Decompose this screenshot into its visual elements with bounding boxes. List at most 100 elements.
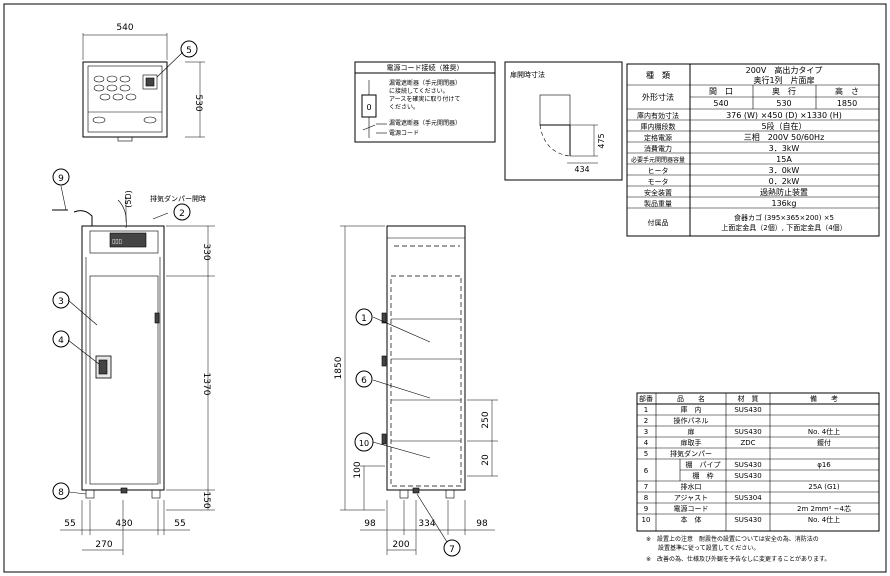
svg-text:部番: 部番	[639, 394, 653, 403]
parts-note-1: ※ 設置上の注意 耐震性の設置については安全の為、消防法の	[646, 535, 819, 543]
side-left-margin-dim: 98	[364, 519, 376, 529]
side-right-margin-dim: 98	[476, 519, 488, 529]
svg-text:付属品: 付属品	[648, 218, 669, 227]
parts-row-no: 4	[644, 439, 649, 447]
side-inner-depth-dim: 334	[418, 519, 435, 529]
parts-row-material: SUS430	[734, 516, 761, 524]
parts-row-name: 排水口	[681, 482, 702, 491]
svg-text:安全装置: 安全装置	[644, 188, 672, 197]
parts-note-2: 設置基準に従って設置してください。	[646, 544, 759, 552]
svg-text:消費電力: 消費電力	[644, 144, 672, 153]
svg-text:6: 6	[361, 376, 367, 386]
svg-text:530: 530	[776, 99, 791, 108]
parts-row-name: 庫 内	[681, 405, 702, 414]
svg-text:4: 4	[58, 336, 64, 346]
svg-text:アースを確実に取り付けて: アースを確実に取り付けて	[389, 95, 460, 103]
svg-text:外形寸法: 外形寸法	[642, 92, 674, 102]
svg-text:必要手元開閉器容量: 必要手元開閉器容量	[631, 156, 685, 164]
svg-text:1: 1	[361, 314, 367, 324]
parts-row-no: 5	[644, 450, 648, 458]
svg-text:15A: 15A	[776, 155, 792, 164]
door-handle-offset-dim: 270	[95, 540, 112, 550]
front-view: ▯▯▯ 排気ダンパー開時 (5D) 330 1370 150	[52, 185, 215, 555]
callout-6: 6	[355, 370, 373, 388]
svg-text:品 名: 品 名	[677, 394, 705, 403]
svg-text:ヒータ: ヒータ	[648, 166, 669, 175]
parts-row-no: 6	[644, 467, 649, 475]
svg-text:奥 行: 奥 行	[772, 86, 796, 96]
front-width-dim: 430	[115, 519, 132, 529]
parts-row-name: 本 体	[681, 515, 702, 524]
svg-text:種 類: 種 類	[646, 70, 670, 80]
svg-text:3．3kW: 3．3kW	[769, 144, 800, 153]
svg-text:電源コード: 電源コード	[389, 129, 419, 137]
side-total-height-dim: 1850	[334, 356, 344, 379]
callout-5: 5	[180, 40, 198, 58]
svg-text:間 口: 間 口	[709, 87, 733, 96]
side-margin-left-dim: 55	[64, 519, 75, 529]
parts-row-no: 2	[644, 417, 648, 425]
svg-text:8: 8	[58, 488, 64, 498]
parts-row-no: 7	[644, 483, 648, 491]
parts-row-name: 電源コード	[674, 504, 709, 513]
svg-text:三相 200V 50/60Hz: 三相 200V 50/60Hz	[744, 132, 825, 142]
svg-text:1850: 1850	[837, 99, 857, 108]
parts-row-remark: φ16	[817, 461, 831, 469]
door-open-height-dim: 475	[597, 133, 606, 148]
parts-row-material: SUS430	[734, 428, 761, 436]
door-open-title: 扉開時寸法	[510, 70, 545, 79]
svg-text:2: 2	[179, 209, 185, 219]
parts-note-3: ※ 改善の為、仕様及び外観を予告なしに変更することがあります。	[646, 555, 830, 563]
parts-row-no: 9	[644, 505, 648, 513]
callout-1: 1	[355, 308, 373, 326]
parts-row-name: 操作パネル	[674, 416, 709, 425]
parts-row-material: SUS430	[734, 406, 761, 414]
svg-text:庫内有効寸法: 庫内有効寸法	[637, 111, 679, 120]
parts-row-remark: No. 4仕上	[808, 427, 840, 436]
svg-text:0: 0	[366, 103, 371, 112]
parts-row-name: 扉	[688, 427, 695, 436]
svg-text:ください。: ください。	[389, 104, 419, 111]
spec-type-value: 200V 高出力タイプ奥行1列 片面扉	[746, 65, 823, 85]
door-open-width-dim: 434	[574, 165, 589, 174]
svg-text:漏電遮断器（手元開閉器）: 漏電遮断器（手元開閉器）	[389, 79, 461, 87]
parts-row-name: アジャスト	[674, 494, 708, 502]
svg-text:庫内棚段数: 庫内棚段数	[641, 122, 676, 131]
power-note-title: 電源コード接続（推奨）	[387, 63, 464, 72]
parts-row-material: ZDC	[740, 439, 755, 447]
damper-dim: (5D)	[124, 190, 133, 208]
parts-row-remark: 鍍付	[817, 438, 831, 447]
top-view: 540 530	[82, 23, 205, 142]
door-open-diagram: 扉開時寸法 475 434	[504, 61, 623, 181]
svg-text:376 (W) ×450 (D) ×1330 (H): 376 (W) ×450 (D) ×1330 (H)	[726, 111, 842, 120]
svg-text:136kg: 136kg	[772, 199, 797, 208]
side-drain-offset-dim: 200	[392, 540, 409, 550]
callout-2: 2	[173, 203, 191, 221]
svg-text:に接続してください。: に接続してください。	[389, 87, 449, 95]
svg-text:0．2kW: 0．2kW	[769, 177, 800, 186]
power-cord-note: 電源コード接続（推奨） 0 漏電遮断器（手元開閉器） に接続してください。 アー…	[354, 61, 496, 143]
parts-row-no: 3	[644, 428, 648, 436]
parts-row-remark: 25A (G1)	[808, 483, 840, 491]
svg-text:定格電源: 定格電源	[644, 133, 672, 142]
side-view: 1850 250 20 100 98 334 98 200	[334, 225, 498, 555]
parts-row-name: 棚 パイプ	[686, 460, 721, 469]
svg-text:製品重量: 製品重量	[644, 199, 672, 208]
callout-8: 8	[52, 482, 70, 500]
foot-height-dim: 150	[201, 491, 211, 508]
svg-text:3: 3	[58, 297, 64, 307]
callout-3: 3	[52, 291, 70, 309]
svg-text:5段（自在）: 5段（自在）	[761, 121, 806, 131]
svg-text:高 さ: 高 さ	[835, 86, 859, 96]
drawing-border	[3, 3, 887, 573]
parts-row-name: 棚 枠	[693, 471, 714, 480]
mid-height-dim: 1370	[201, 373, 211, 396]
svg-text:材 質: 材 質	[738, 394, 759, 403]
parts-row-no: 10	[642, 516, 651, 524]
svg-text:▯▯▯: ▯▯▯	[112, 238, 122, 245]
callout-4: 4	[52, 330, 70, 348]
parts-row-material: SUS430	[734, 461, 761, 469]
